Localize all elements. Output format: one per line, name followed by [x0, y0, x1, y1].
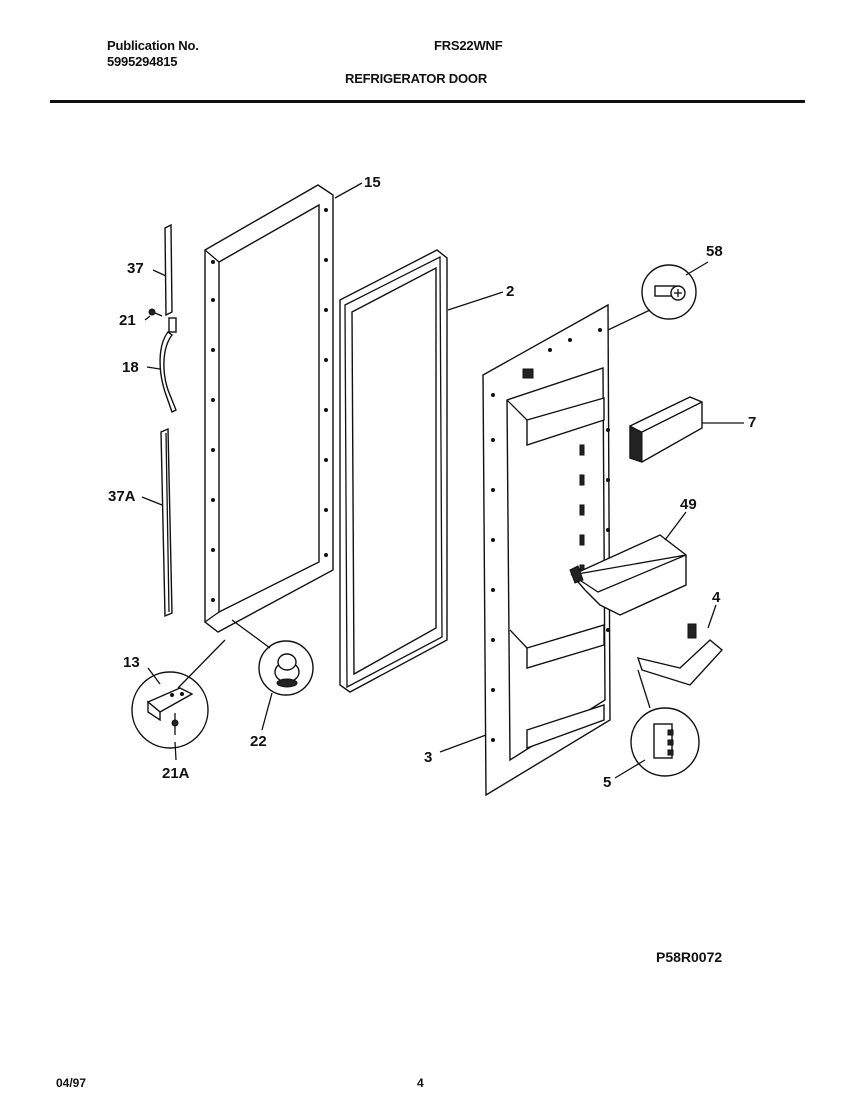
part-58-screw-detail [641, 264, 697, 320]
callout-37: 37 [127, 260, 144, 277]
part-49-door-bin [569, 534, 687, 616]
footer-date: 04/97 [56, 1076, 87, 1090]
callout-49: 49 [680, 496, 697, 513]
callout-3: 3 [424, 749, 432, 766]
part-13-hinge-detail [131, 671, 209, 749]
part-4-bracket [636, 623, 724, 686]
part-22-bushing-detail [258, 640, 314, 696]
part-37a-lower-strip [160, 427, 173, 618]
model-number: FRS22WNF [434, 38, 503, 53]
callout-15: 15 [364, 174, 381, 191]
callout-2: 2 [506, 283, 514, 300]
part-5-clip-detail [630, 707, 700, 777]
callout-21a: 21A [162, 765, 190, 782]
publication-label: Publication No. [107, 38, 199, 53]
section-title: REFRIGERATOR DOOR [345, 71, 488, 86]
leader-lines [141, 182, 744, 779]
callout-4: 4 [712, 589, 721, 606]
part-18-bracket [159, 317, 177, 413]
page-number: 4 [417, 1076, 424, 1090]
callout-21: 21 [119, 312, 136, 329]
header-rule [50, 100, 805, 103]
part-21-screw [148, 308, 163, 317]
figure-code: P58R0072 [656, 949, 723, 965]
part-3-door-liner [482, 303, 611, 797]
part-7-dairy-door [629, 396, 703, 463]
part-2-gasket [339, 249, 448, 693]
callout-5: 5 [603, 774, 611, 791]
callout-22: 22 [250, 733, 267, 750]
callout-18: 18 [122, 359, 139, 376]
callout-13: 13 [123, 654, 140, 671]
part-37-upper-strip [164, 223, 173, 317]
publication-number: 5995294815 [107, 54, 178, 69]
callout-58: 58 [706, 243, 723, 260]
callout-7: 7 [748, 414, 756, 431]
part-15-door-frame [204, 184, 334, 633]
callout-37a: 37A [108, 488, 136, 505]
